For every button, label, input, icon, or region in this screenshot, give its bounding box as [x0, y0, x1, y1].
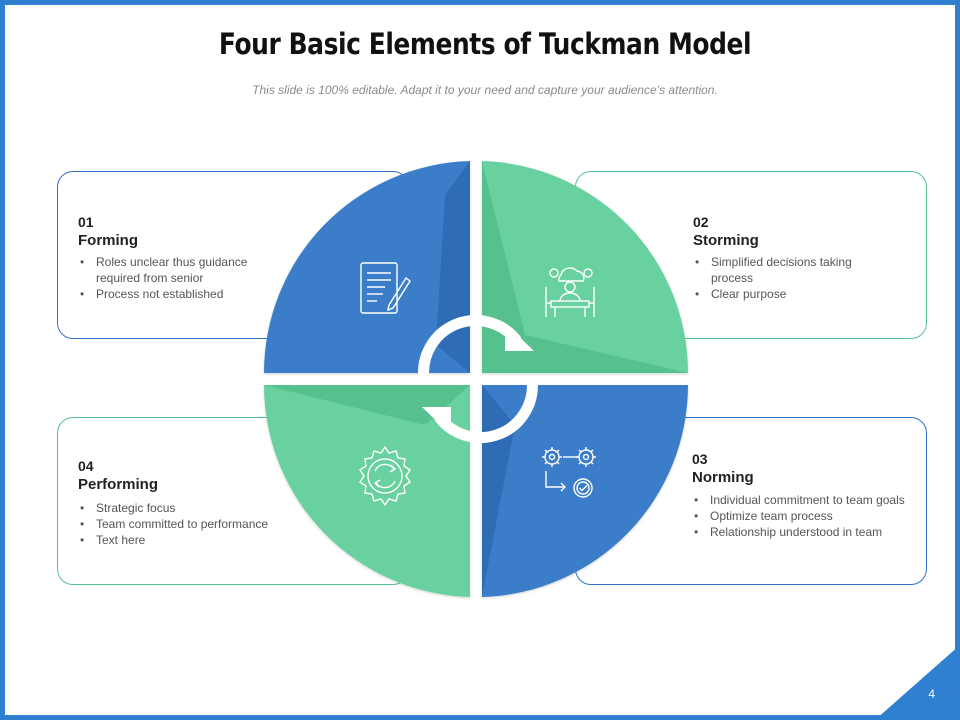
stage-number: 04: [78, 458, 94, 474]
bullet-item: Roles unclear thus guidance required fro…: [78, 254, 278, 286]
bullet-item: Process not established: [78, 286, 278, 302]
bullet-item: Simplified decisions taking process: [693, 254, 893, 286]
stage-number: 02: [693, 214, 709, 230]
bullet-item: Clear purpose: [693, 286, 893, 302]
arrow-head: [505, 323, 534, 351]
slide-subtitle: This slide is 100% editable. Adapt it to…: [252, 83, 718, 97]
gears-check-icon: [542, 447, 596, 498]
quadrant-storming: [482, 161, 688, 373]
page-number: 4: [928, 687, 935, 701]
cycle-arrows-icon: [418, 314, 538, 444]
stage-title: Forming: [78, 232, 138, 249]
arrow-head: [422, 407, 451, 435]
quadrant-performing: [263, 385, 470, 597]
gear-cycle-icon: [359, 445, 411, 507]
stage-bullets: Simplified decisions taking process Clea…: [693, 254, 893, 302]
document-pen-icon: [360, 262, 411, 314]
stage-bullets: Roles unclear thus guidance required fro…: [78, 254, 278, 302]
bullet-item: Individual commitment to team goals: [692, 492, 907, 508]
stage-number: 01: [78, 214, 94, 230]
slide-title: Four Basic Elements of Tuckman Model: [218, 27, 752, 61]
bullet-item: Team committed to performance: [78, 516, 308, 532]
stage-card-forming: 01 Forming Roles unclear thus guidance r…: [57, 171, 409, 339]
stage-title: Storming: [693, 232, 759, 249]
stage-bullets: Strategic focus Team committed to perfor…: [78, 500, 308, 548]
bullet-item: Strategic focus: [78, 500, 308, 516]
bullet-item: Text here: [78, 532, 308, 548]
quadrant-norming: [482, 385, 688, 597]
stage-title: Performing: [78, 476, 159, 493]
bullet-item: Relationship understood in team: [692, 524, 907, 540]
stage-number: 03: [692, 451, 708, 467]
corner-accent: [880, 649, 955, 715]
stage-bullets: Individual commitment to team goals Opti…: [692, 492, 907, 540]
bullet-item: Optimize team process: [692, 508, 907, 524]
stage-title: Norming: [692, 469, 754, 486]
tuckman-cycle-diagram: [263, 161, 955, 715]
team-brainstorm-icon: [545, 267, 595, 317]
